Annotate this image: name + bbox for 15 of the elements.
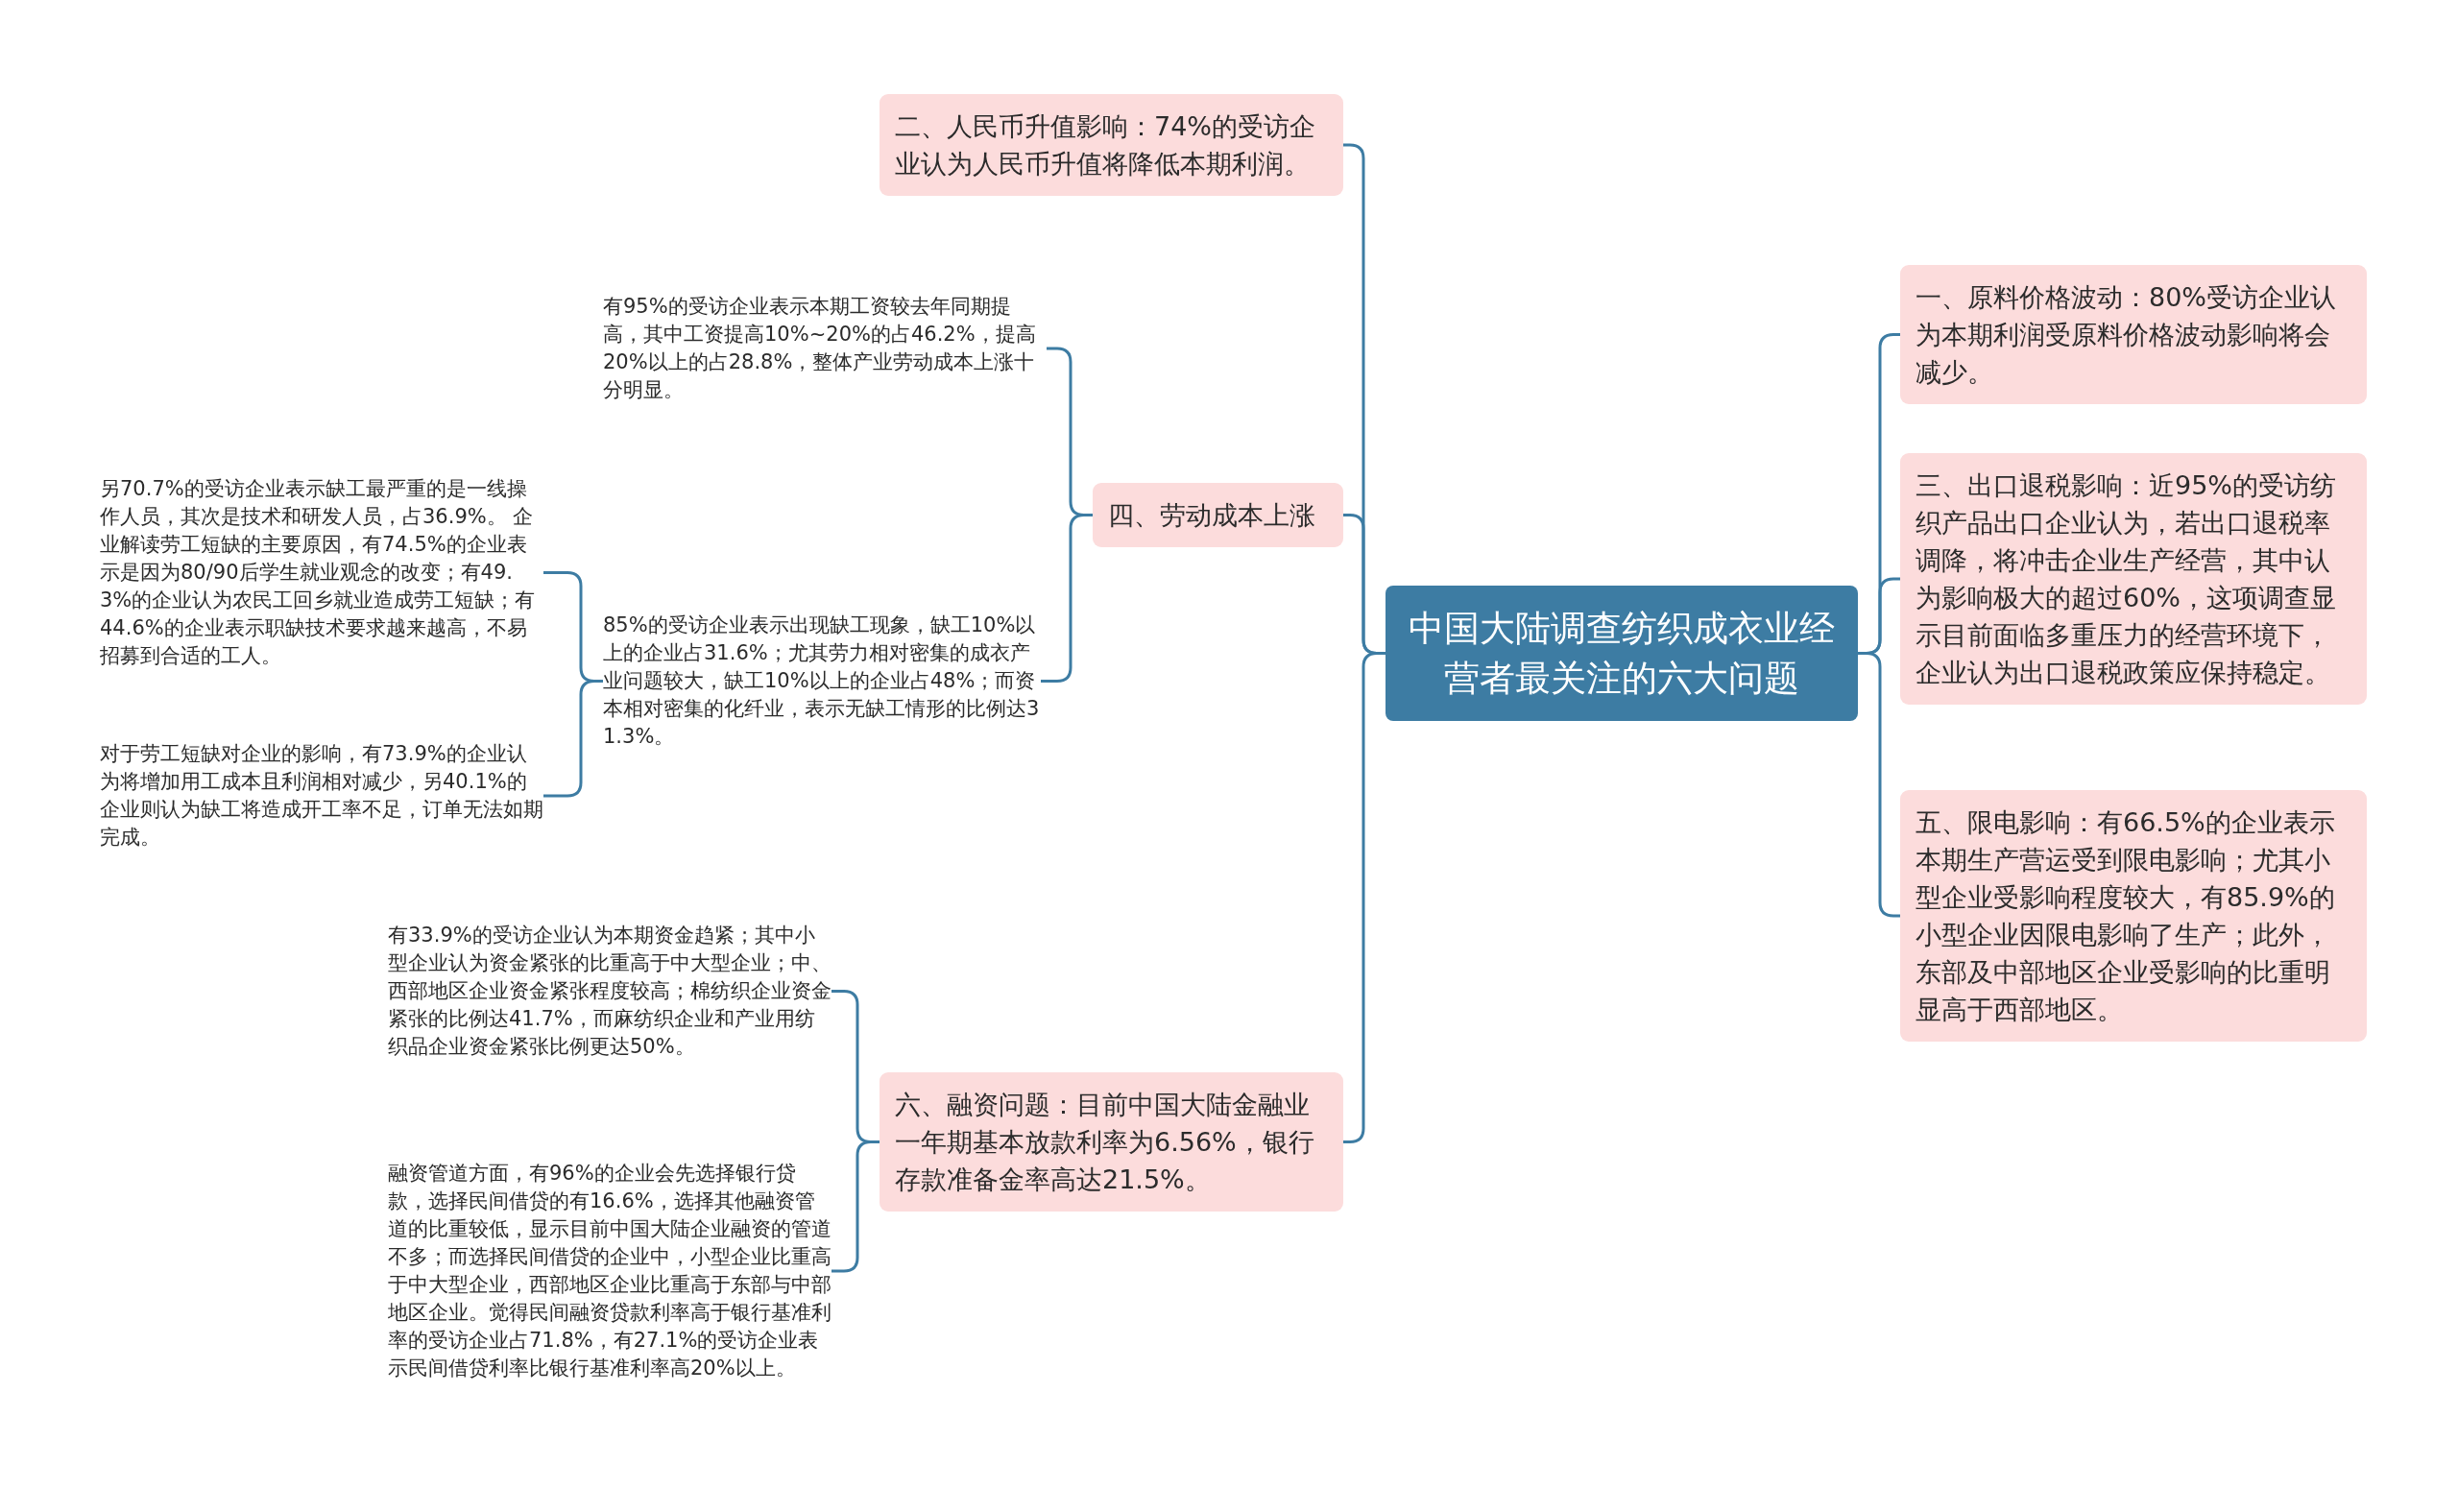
note-text: 85%的受访企业表示出现缺工现象，缺工10%以上的企业占31.6%；尤其劳力相对密集的成衣产业问题较大，缺工10%以上的企业占48%；而资本相对密集的化纤业，表示无缺工情形的比例达31.3%。 [603,612,1041,751]
topic-box: 四、劳动成本上涨 [1093,483,1343,547]
central-topic-box: 中国大陆调查纺织成衣业经营者最关注的六大问题 [1386,586,1858,721]
note-text: 另70.7%的受访企业表示缺工最严重的是一线操作人员，其次是技术和研发人员，占36.9%。 企业解读劳工短缺的主要原因，有74.5%的企业表示是因为80/90后学生就业观念的改变；有49.3%的企业认为农民工回乡就业造成劳工短缺；有44.6%的企业表示职缺技术要求越来越高，不易招募到合适的工人。 [100,475,543,670]
connector-line [543,680,603,798]
topic-box: 五、限电影响：有66.5%的企业表示本期生产营运受到限电影响；尤其小型企业受影响程度较大，有85.9%的小型企业因限电影响了生产；此外，东部及中部地区企业受影响的比重明显高于西部地区。 [1900,790,2367,1042]
note-text: 有95%的受访企业表示本期工资较去年同期提高，其中工资提高10%~20%的占46.2%，提高20%以上的占28.8%，整体产业劳动成本上涨十分明显。 [603,293,1047,404]
topic-box: 二、人民币升值影响：74%的受访企业认为人民币升值将降低本期利润。 [880,94,1343,196]
topic-box: 一、原料价格波动：80%受访企业认为本期利润受原料价格波动影响将会减少。 [1900,265,2367,404]
topic-box: 六、融资问题：目前中国大陆金融业一年期基本放款利率为6.56%，银行存款准备金率高达21.5%。 [880,1072,1343,1212]
note-text: 融资管道方面，有96%的企业会先选择银行贷款，选择民间借贷的有16.6%，选择其他融资管道的比重较低，显示目前中国大陆企业融资的管道不多；而选择民间借贷的企业中，小型企业比重高于中大型企业，西部地区企业比重高于东部与中部地区企业。觉得民间融资贷款利率高于银行基准利率的受访企业占71.8%，有27.1%的受访企业表示民间借贷利率比银行基准利率高20%以上。 [388,1160,831,1382]
topic-box: 三、出口退税影响：近95%的受访纺织产品出口企业认为，若出口退税率调降，将冲击企业生产经营，其中认为影响极大的超过60%，这项调查显示目前面临多重压力的经营环境下，企业认为出口退税政策应保持稳定。 [1900,453,2367,705]
note-text: 有33.9%的受访企业认为本期资金趋紧；其中小型企业认为资金紧张的比重高于中大型企业；中、西部地区企业资金紧张程度较高；棉纺织企业资金紧张的比例达41.7%，而麻纺织企业和产业用纺织品企业资金紧张比例更达50%。 [388,922,831,1061]
connector-line [1858,652,1900,918]
note-text: 对于劳工短缺对企业的影响，有73.9%的企业认为将增加用工成本且利润相对减少，另40.1%的企业则认为缺工将造成开工率不足，订单无法如期完成。 [100,740,543,852]
